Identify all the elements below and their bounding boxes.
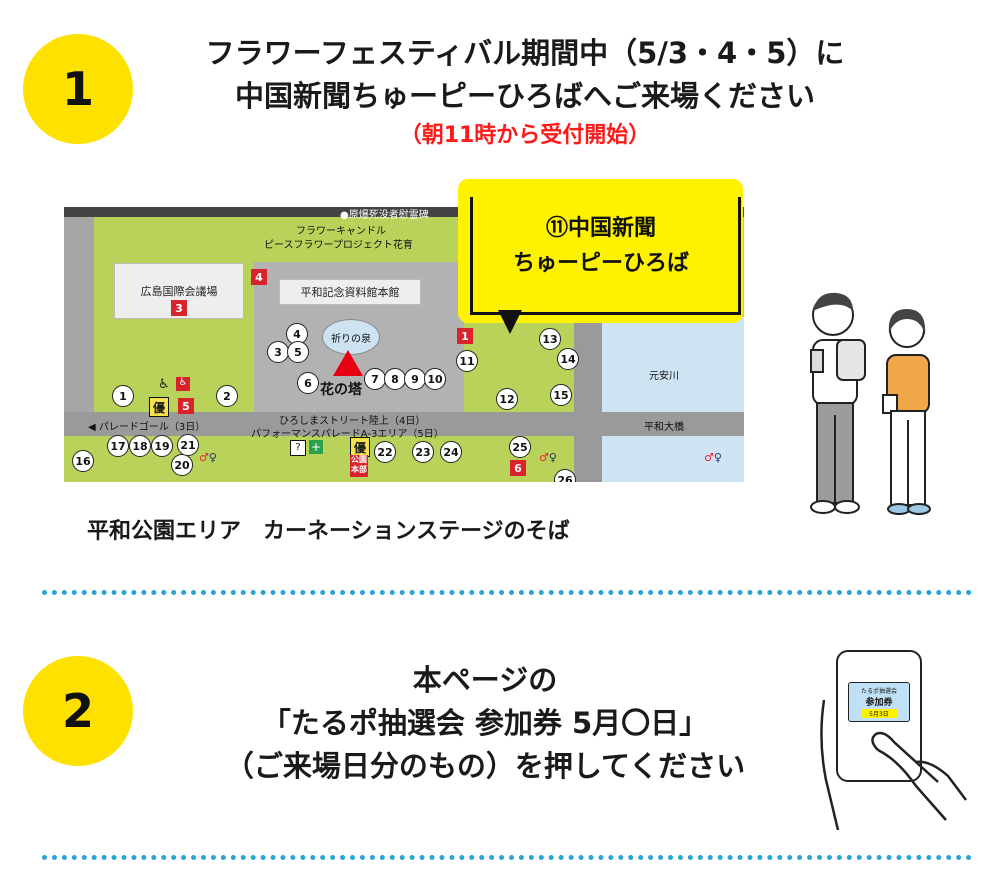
spring-label: 祈りの泉 — [331, 334, 371, 345]
spot-21: 21 — [177, 434, 199, 456]
spot-24: 24 — [440, 441, 462, 463]
spot-25: 25 — [509, 436, 531, 458]
left-road — [64, 207, 94, 412]
spot-9: 9 — [404, 368, 426, 390]
phone-screen-title: たるポ抽選会 — [860, 688, 897, 695]
step-2-line-1: 本ページの — [412, 663, 558, 697]
step-1-number: 1 — [61, 62, 94, 116]
phone-screen-ticket: 参加券 — [865, 698, 893, 708]
info-icon: ? — [290, 440, 306, 456]
spot-10: 10 — [424, 368, 446, 390]
spot-26: 26 — [554, 469, 576, 482]
phone-illustration: たるポ抽選会 参加券 5月3日 — [818, 650, 968, 830]
accessible-toilet-icon: ♿ — [176, 377, 190, 391]
priority-seat-2-text: 優 — [353, 440, 366, 455]
toilet-icon: ♂♀ — [199, 451, 217, 464]
spot-15: 15 — [550, 384, 572, 406]
river-water — [599, 317, 744, 482]
wheelchair-icon: ♿ — [158, 377, 170, 392]
red-label-5: 5 — [178, 398, 194, 414]
red-label-1: 1 — [457, 328, 473, 344]
toilet-icon-3: ♂♀ — [704, 451, 722, 464]
river-label: 元安川 — [649, 371, 679, 382]
divider-2 — [42, 855, 972, 860]
callout-bubble — [458, 179, 743, 323]
spot-17: 17 — [107, 435, 129, 457]
map-caption: 平和公園エリア カーネーションステージのそば — [87, 519, 570, 544]
first-aid-icon: + — [309, 440, 323, 454]
peace-museum: 平和記念資料館本館 — [279, 279, 421, 305]
step-2-line-3: （ご来場日分のもの）を押してください — [224, 749, 746, 783]
museum-label: 平和記念資料館本館 — [300, 286, 400, 299]
map-top-strip — [64, 207, 744, 217]
red-label-3: 3 — [171, 300, 187, 316]
spot-5: 5 — [287, 341, 309, 363]
spot-2: 2 — [216, 385, 238, 407]
priority-seat-1: 優 — [149, 397, 169, 417]
candle-label-1: フラワーキャンドル — [296, 226, 386, 237]
conference-label: 広島国際会議場 — [140, 285, 218, 298]
callout-pointer — [498, 310, 522, 334]
priority-seat-1-text: 優 — [152, 400, 165, 415]
spot-18: 18 — [129, 435, 151, 457]
spot-19: 19 — [151, 435, 173, 457]
phone-screen-card: たるポ抽選会 参加券 5月3日 — [848, 682, 910, 722]
step-1-badge: 1 — [23, 34, 133, 144]
phone-screen-date: 5月3日 — [861, 709, 897, 718]
street-label-2: パフォーマンスパレードA-3エリア（5日） — [251, 429, 444, 440]
parade-goal-label: ◀ パレードゴール（3日） — [88, 422, 206, 433]
step-2-number: 2 — [61, 684, 94, 738]
spot-1: 1 — [112, 385, 134, 407]
spot-7: 7 — [364, 368, 386, 390]
spot-16: 16 — [72, 450, 94, 472]
divider-1 — [42, 590, 972, 595]
red-label-4: 4 — [251, 269, 267, 285]
park-hq: 公園本部 — [350, 455, 368, 477]
memorial-label: ●原爆死没者慰霊碑 — [340, 210, 429, 221]
bridge-label: 平和大橋 — [644, 422, 684, 433]
step-1-line-1: フラワーフェスティバル期間中（5/3・4・5）に — [205, 36, 845, 70]
spot-13: 13 — [539, 328, 561, 350]
spot-23: 23 — [412, 441, 434, 463]
location-marker — [333, 350, 363, 376]
candle-label-2: ピースフラワープロジェクト花育 — [264, 240, 413, 251]
red-label-6: 6 — [510, 460, 526, 476]
callout-line-1: ⑪中国新聞 — [545, 216, 656, 241]
spot-11: 11 — [456, 350, 478, 372]
tower-label: 花の塔 — [320, 382, 362, 398]
step-2-line-2: 「たるポ抽選会 参加券 5月〇日」 — [261, 706, 709, 740]
step-2-badge: 2 — [23, 656, 133, 766]
visitors-illustration — [810, 292, 931, 515]
step-1-line-2: 中国新聞ちゅーピーひろばへご来場ください — [234, 79, 815, 113]
spot-12: 12 — [496, 388, 518, 410]
spot-22: 22 — [374, 441, 396, 463]
spot-14: 14 — [557, 348, 579, 370]
main-road — [64, 412, 744, 436]
hand-icon — [820, 699, 967, 830]
callout-border — [470, 197, 741, 315]
spot-6: 6 — [297, 372, 319, 394]
step-1-note: （朝11時から受付開始） — [399, 123, 651, 148]
spot-8: 8 — [384, 368, 406, 390]
spot-3: 3 — [267, 341, 289, 363]
park-hq-label: 公園本部 — [351, 455, 367, 474]
prayer-spring: 祈りの泉 — [322, 319, 380, 355]
street-label-1: ひろしまストリート陸上（4日） — [279, 416, 426, 427]
callout-line-2: ちゅーピーひろば — [512, 251, 689, 276]
priority-seat-2: 優 — [350, 437, 370, 457]
toilet-icon-2: ♂♀ — [539, 451, 557, 464]
spot-20: 20 — [171, 454, 193, 476]
